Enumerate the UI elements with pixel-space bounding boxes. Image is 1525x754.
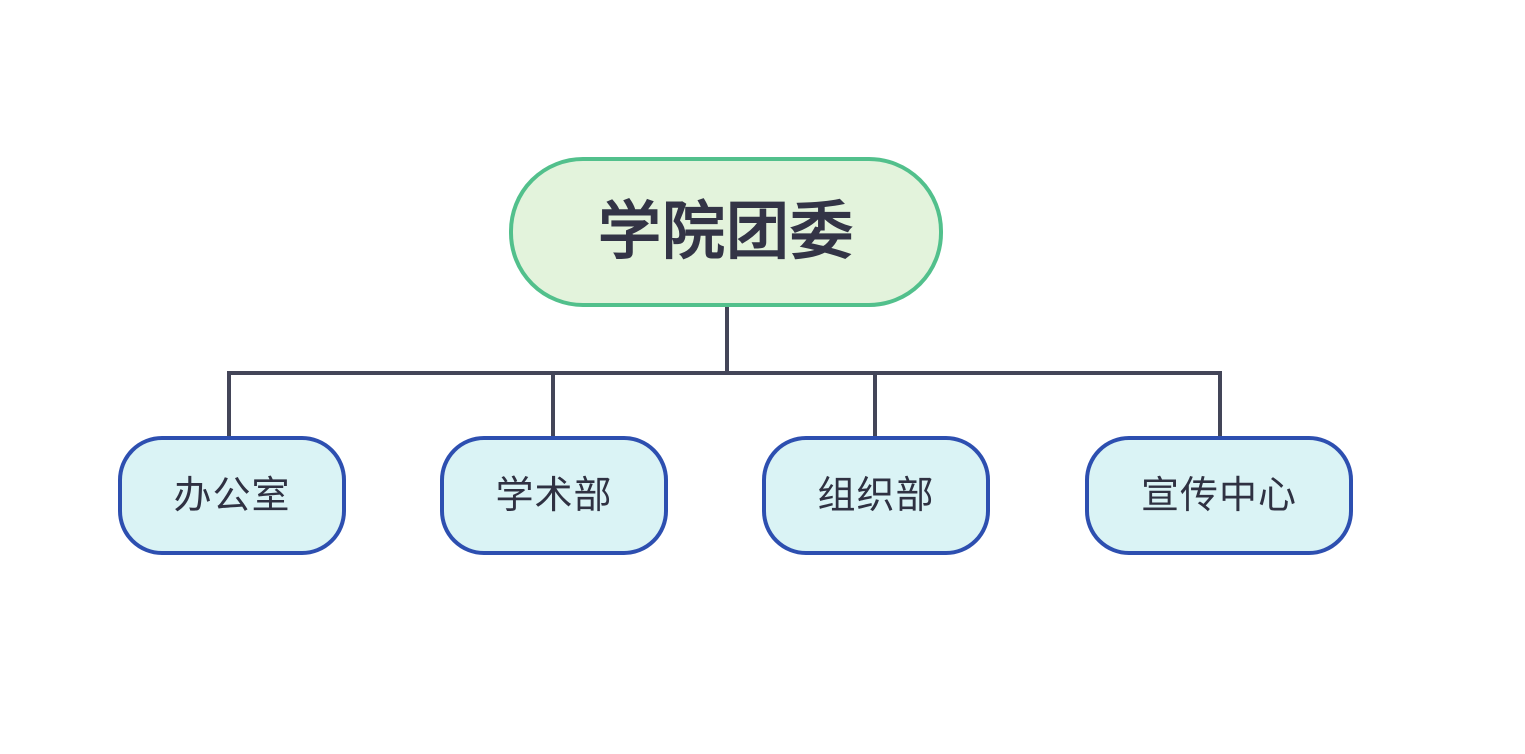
node-child-组织部[interactable]: 组织部 (762, 436, 990, 555)
node-child-label: 宣传中心 (1140, 474, 1297, 517)
node-child-label: 组织部 (817, 474, 935, 517)
node-child-label: 办公室 (173, 474, 291, 517)
node-child-办公室[interactable]: 办公室 (118, 436, 346, 555)
node-child-宣传中心[interactable]: 宣传中心 (1085, 436, 1353, 555)
node-root[interactable]: 学院团委 (509, 157, 943, 307)
node-child-label: 学术部 (495, 474, 613, 517)
node-child-学术部[interactable]: 学术部 (440, 436, 668, 555)
node-root-label: 学院团委 (598, 196, 854, 267)
